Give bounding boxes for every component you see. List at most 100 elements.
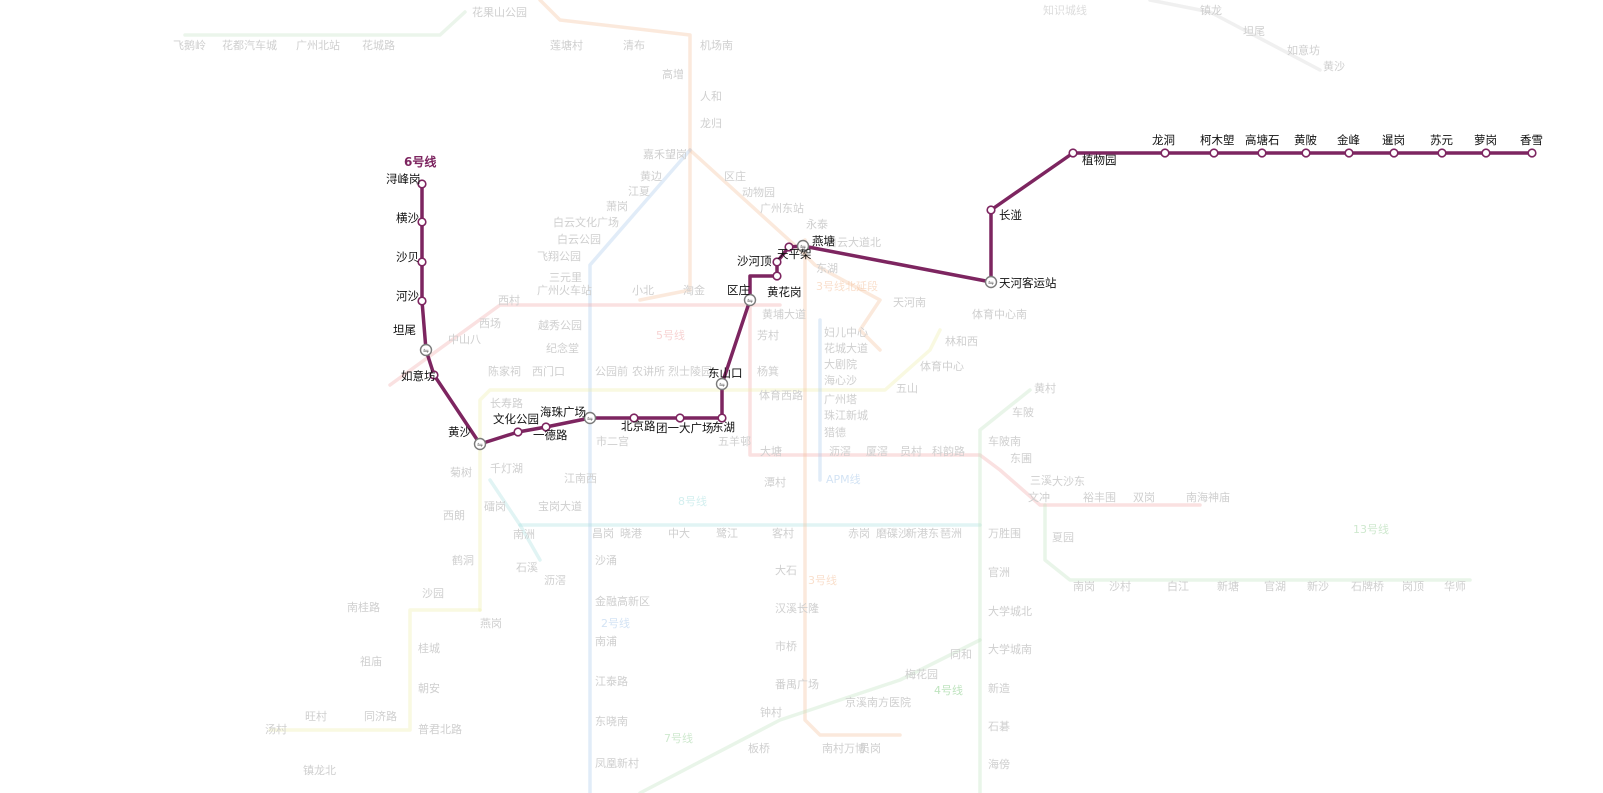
bg-station-label: 员村 — [900, 444, 922, 458]
station-label-jinfeng: 金峰 — [1337, 133, 1360, 147]
station-marker-jinfeng[interactable] — [1344, 148, 1354, 158]
interchange-icon[interactable]: ⇋ — [473, 437, 487, 451]
bg-line-5 — [388, 303, 1202, 507]
bg-line-3-north-b — [688, 148, 882, 352]
bg-line-label-apm: APM线 — [826, 472, 861, 486]
bg-station-label: 沥滘 — [829, 445, 851, 458]
station-label-changban: 长湴 — [999, 208, 1022, 222]
station-marker-xunfenggang[interactable] — [417, 179, 427, 189]
bg-station-label: 南桂路 — [347, 600, 380, 614]
bg-station-label: 三溪 — [1030, 474, 1052, 487]
station-label-dongshankou: 东山口 — [708, 366, 743, 380]
station-marker-huanghuagang[interactable] — [772, 271, 782, 281]
interchange-icon[interactable]: ⇋ — [419, 343, 433, 357]
bg-station-label: 东湖 — [816, 262, 838, 275]
station-label-ruyifang: 如意坊 — [401, 369, 436, 383]
svg-text:⇋: ⇋ — [719, 381, 725, 389]
bg-line-label-13: 13号线 — [1353, 522, 1389, 536]
bg-station-label: 南岗 — [1073, 580, 1095, 593]
bg-station-label: 大剧院 — [824, 357, 857, 371]
bg-line-4 — [978, 388, 1032, 793]
bg-station-label: 菊树 — [450, 465, 472, 479]
station-marker-tianpingjia[interactable] — [784, 242, 794, 252]
bg-station-label: 江泰路 — [595, 674, 628, 688]
bg-station-label: 潭村 — [764, 475, 786, 489]
bg-station-label: 黄村 — [1034, 381, 1056, 395]
station-label-shaheding: 沙河顶 — [737, 254, 772, 268]
bg-station-label: 飞鹅岭 — [173, 38, 206, 52]
station-marker-yidelu[interactable] — [541, 422, 551, 432]
station-marker-hesha[interactable] — [417, 296, 427, 306]
bg-line-3-north — [538, 0, 692, 302]
bg-line-guangfo — [478, 328, 942, 612]
station-marker-huangbei[interactable] — [1301, 148, 1311, 158]
station-marker-kemulang[interactable] — [1209, 148, 1219, 158]
station-marker-tuanyidaguangchang[interactable] — [675, 413, 685, 423]
bg-station-label: 客村 — [772, 526, 794, 540]
station-marker-longdong[interactable] — [1160, 148, 1170, 158]
bg-station-label: 新塘 — [1217, 579, 1239, 593]
bg-station-label: 南洲 — [513, 528, 535, 541]
station-marker-hengsha[interactable] — [417, 217, 427, 227]
bg-station-label: 科韵路 — [932, 444, 965, 458]
line-6-title: 6号线 — [404, 154, 436, 169]
station-marker-xiangxue[interactable] — [1527, 148, 1537, 158]
interchange-icon[interactable]: ⇋ — [743, 293, 757, 307]
bg-station-label: 机场南 — [700, 38, 733, 52]
bg-station-label: 官湖 — [1264, 579, 1286, 593]
interchange-icon[interactable]: ⇋ — [583, 411, 597, 425]
station-marker-changban[interactable] — [986, 205, 996, 215]
svg-text:⇋: ⇋ — [423, 347, 429, 355]
station-label-xunfenggang: 浔峰岗 — [386, 172, 421, 186]
bg-station-label: 钟村 — [760, 705, 782, 719]
bg-station-label: 西村 — [498, 293, 520, 307]
station-label-hesha: 河沙 — [396, 289, 419, 303]
station-label-luogang: 萝岗 — [1474, 133, 1497, 147]
station-marker-donghu[interactable] — [717, 413, 727, 423]
bg-station-label: 高增 — [662, 67, 684, 81]
bg-station-label: 花都汽车城 — [222, 38, 277, 52]
bg-station-label: 镇龙北 — [303, 763, 336, 777]
bg-station-label: 区庄 — [724, 169, 746, 183]
svg-text:⇋: ⇋ — [988, 279, 994, 287]
svg-text:⇋: ⇋ — [477, 441, 483, 449]
bg-station-label: 万胜围 — [988, 526, 1021, 540]
bg-station-label: 凤凰新村 — [595, 756, 639, 770]
bg-station-label: 东晓南 — [595, 715, 628, 728]
bg-station-label: 汉溪长隆 — [775, 601, 819, 615]
bg-station-label: 琶洲 — [940, 527, 962, 540]
interchange-icon[interactable]: ⇋ — [796, 239, 810, 253]
bg-station-label: 板桥 — [748, 741, 770, 755]
bg-station-label: 白云公园 — [557, 232, 601, 246]
bg-station-label: 南海神庙 — [1186, 490, 1230, 504]
bg-station-label: 白江 — [1167, 579, 1189, 593]
station-marker-gaotangshi[interactable] — [1257, 148, 1267, 158]
bg-station-label: 祖庙 — [360, 654, 382, 668]
interchange-icon[interactable]: ⇋ — [715, 377, 729, 391]
bg-station-label: 清布 — [623, 39, 645, 52]
station-marker-luogang[interactable] — [1481, 148, 1491, 158]
bg-station-label: 裕丰围 — [1083, 491, 1116, 504]
svg-text:⇋: ⇋ — [587, 415, 593, 423]
bg-station-label: 南村万博 — [822, 741, 866, 755]
station-marker-suyuan[interactable] — [1437, 148, 1447, 158]
bg-station-label: 动物园 — [742, 185, 775, 199]
bg-station-label: 妇儿中心 — [824, 326, 868, 339]
station-label-yantang: 燕塘 — [812, 234, 835, 248]
station-marker-shahedng[interactable] — [772, 257, 782, 267]
bg-station-label: 石碁 — [988, 719, 1010, 733]
bg-station-label: 华师 — [1444, 579, 1466, 593]
station-marker-ruyifang[interactable] — [429, 370, 439, 380]
station-marker-xiangang[interactable] — [1389, 148, 1399, 158]
station-label-beijinglu: 北京路 — [621, 419, 656, 433]
station-marker-beijinglu[interactable] — [629, 413, 639, 423]
interchange-icon[interactable]: ⇋ — [984, 275, 998, 289]
station-marker-wenhuagongyuan[interactable] — [513, 427, 523, 437]
station-label-longdong: 龙洞 — [1152, 133, 1175, 147]
bg-station-label: 大学城北 — [988, 604, 1032, 618]
station-marker-shabei[interactable] — [417, 257, 427, 267]
station-marker-zhiwuyuan[interactable] — [1068, 148, 1078, 158]
bg-station-label: 员岗 — [859, 742, 881, 755]
bg-station-label: 汤村 — [265, 722, 287, 736]
bg-station-label: 厦滘 — [866, 445, 888, 458]
